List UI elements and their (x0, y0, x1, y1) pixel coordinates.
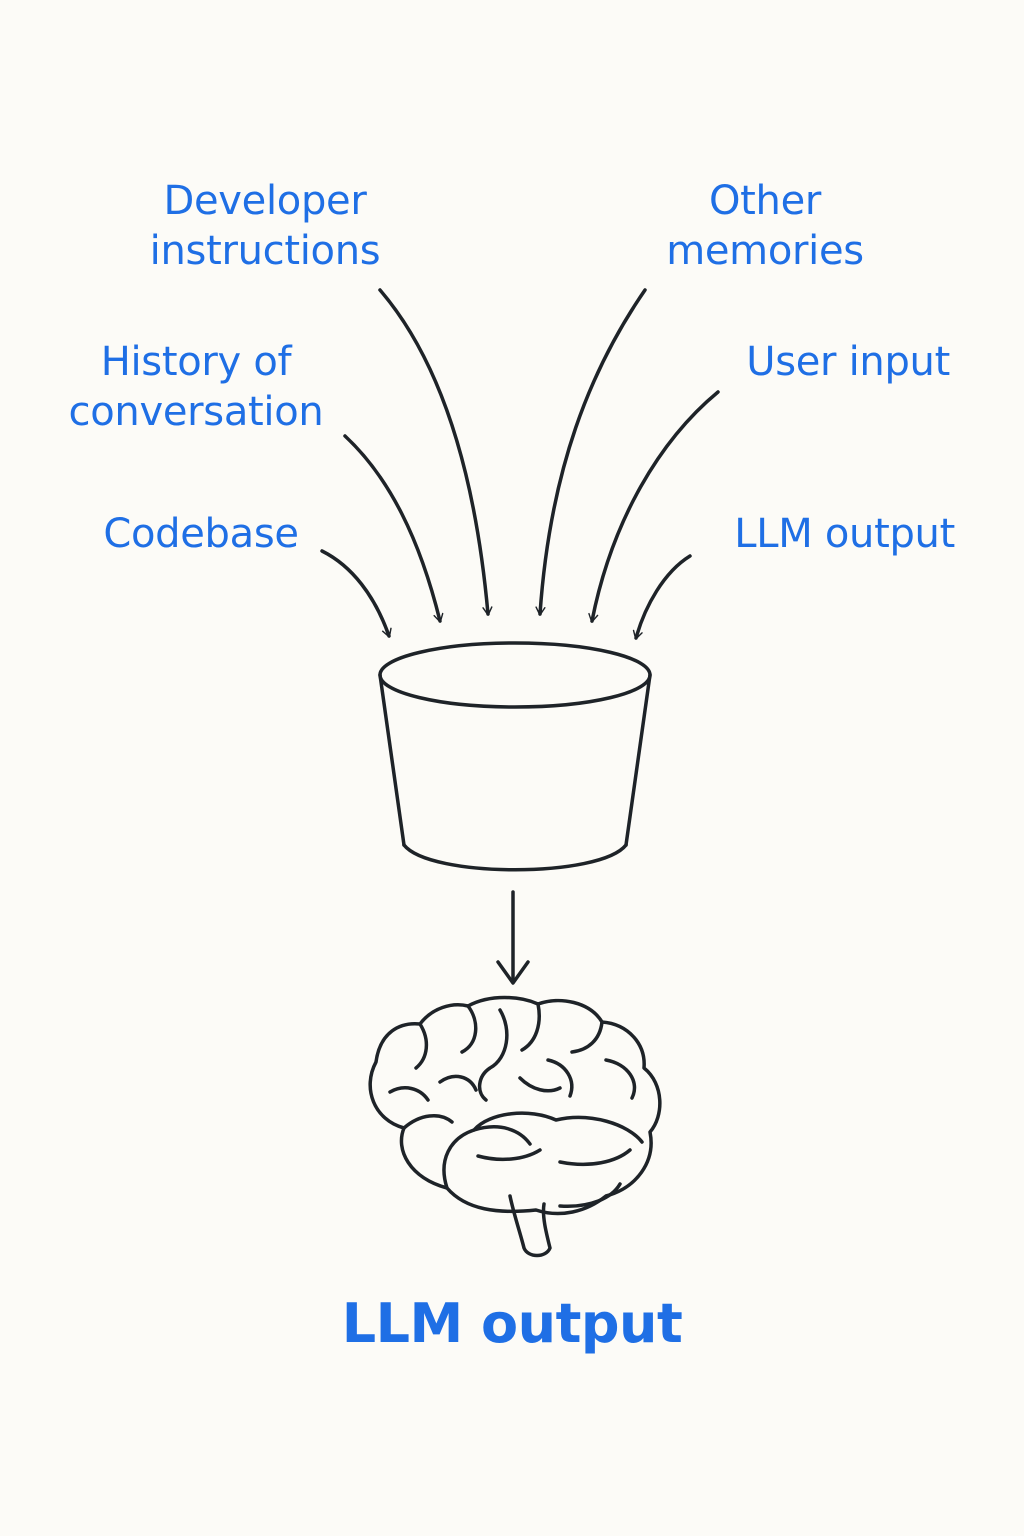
label-llm-output-input: LLM output (705, 509, 955, 559)
label-line: History of (100, 339, 292, 385)
label-line: Codebase (103, 511, 299, 557)
label-user-input: User input (730, 337, 950, 387)
bucket-icon (378, 641, 652, 872)
label-line: LLM output (734, 511, 955, 557)
label-line: Developer (163, 178, 367, 224)
label-codebase: Codebase (86, 509, 316, 559)
arrow-user-input (588, 390, 720, 623)
arrow-other-memories (535, 288, 647, 616)
label-line: conversation (68, 389, 324, 435)
arrow-developer-instructions (378, 288, 493, 616)
output-label: LLM output (341, 1292, 683, 1355)
label-line: instructions (149, 228, 381, 274)
arrow-codebase (320, 549, 392, 638)
brain-icon (368, 995, 662, 1258)
arrow-history-of-conversation (343, 434, 444, 623)
label-line: User input (746, 339, 950, 385)
arrow-down-to-brain (496, 890, 530, 985)
label-developer-instructions: Developer instructions (135, 176, 395, 276)
label-history-of-conversation: History of conversation (56, 337, 336, 437)
arrow-llm-output-input (632, 554, 692, 640)
label-line: memories (666, 228, 864, 274)
label-other-memories: Other memories (650, 176, 880, 276)
label-line: Other (708, 178, 822, 224)
